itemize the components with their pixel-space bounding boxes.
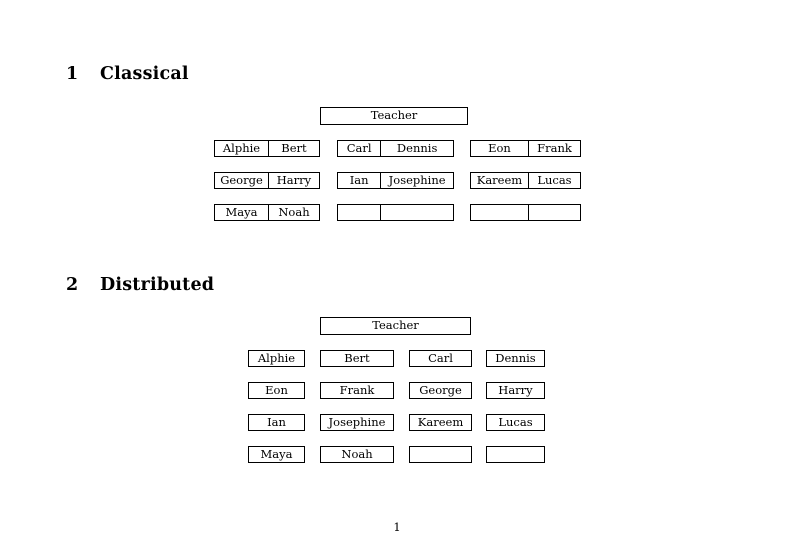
table-row: Eon Frank xyxy=(470,140,581,157)
table-row: George Harry xyxy=(214,172,320,189)
name-cell-empty xyxy=(471,205,528,220)
name-box: Ian xyxy=(248,414,305,431)
name-box: Noah xyxy=(320,446,394,463)
name-box-empty xyxy=(409,446,472,463)
name-cell: Maya xyxy=(225,205,258,219)
name-box: Kareem xyxy=(409,414,472,431)
name-box: Bert xyxy=(320,350,394,367)
classical-teacher-box: Teacher xyxy=(320,107,468,125)
name-box: Lucas xyxy=(486,414,545,431)
name-box: Eon xyxy=(248,382,305,399)
name-cell: Kareem xyxy=(476,173,523,187)
table-row: Carl Dennis xyxy=(337,140,454,157)
name-cell: Eon xyxy=(488,141,511,155)
name-box-empty xyxy=(486,446,545,463)
name-box: Frank xyxy=(320,382,394,399)
name-cell: Noah xyxy=(267,205,319,220)
name-cell: Frank xyxy=(527,141,580,156)
section-title: Classical xyxy=(100,64,189,84)
name-cell: Dennis xyxy=(380,141,453,156)
table-row-empty xyxy=(470,204,581,221)
table-row: Kareem Lucas xyxy=(470,172,581,189)
name-cell: Alphie xyxy=(222,141,261,155)
table-row: Maya Noah xyxy=(214,204,320,221)
section-heading-classical: 1 Classical xyxy=(66,64,189,84)
name-box: Alphie xyxy=(248,350,305,367)
name-cell-empty xyxy=(338,205,380,220)
name-cell-empty xyxy=(380,205,453,220)
table-row: Alphie Bert xyxy=(214,140,320,157)
table-row-empty xyxy=(337,204,454,221)
name-box: Harry xyxy=(486,382,545,399)
section-heading-distributed: 2 Distributed xyxy=(66,275,214,295)
name-box: Maya xyxy=(248,446,305,463)
section-title: Distributed xyxy=(100,275,215,295)
name-box: Dennis xyxy=(486,350,545,367)
name-cell: Bert xyxy=(267,141,319,156)
name-cell: George xyxy=(220,173,263,187)
section-number: 1 xyxy=(66,64,79,84)
name-cell: Lucas xyxy=(527,173,580,188)
table-row: Ian Josephine xyxy=(337,172,454,189)
name-box: George xyxy=(409,382,472,399)
name-box: Josephine xyxy=(320,414,394,431)
name-cell-empty xyxy=(527,205,580,220)
section-number: 2 xyxy=(66,275,79,295)
name-box: Carl xyxy=(409,350,472,367)
name-cell: Josephine xyxy=(380,173,453,188)
name-cell: Ian xyxy=(349,173,369,187)
page-number: 1 xyxy=(393,520,401,534)
name-cell: Carl xyxy=(346,141,372,155)
distributed-teacher-box: Teacher xyxy=(320,317,471,335)
name-cell: Harry xyxy=(267,173,319,188)
